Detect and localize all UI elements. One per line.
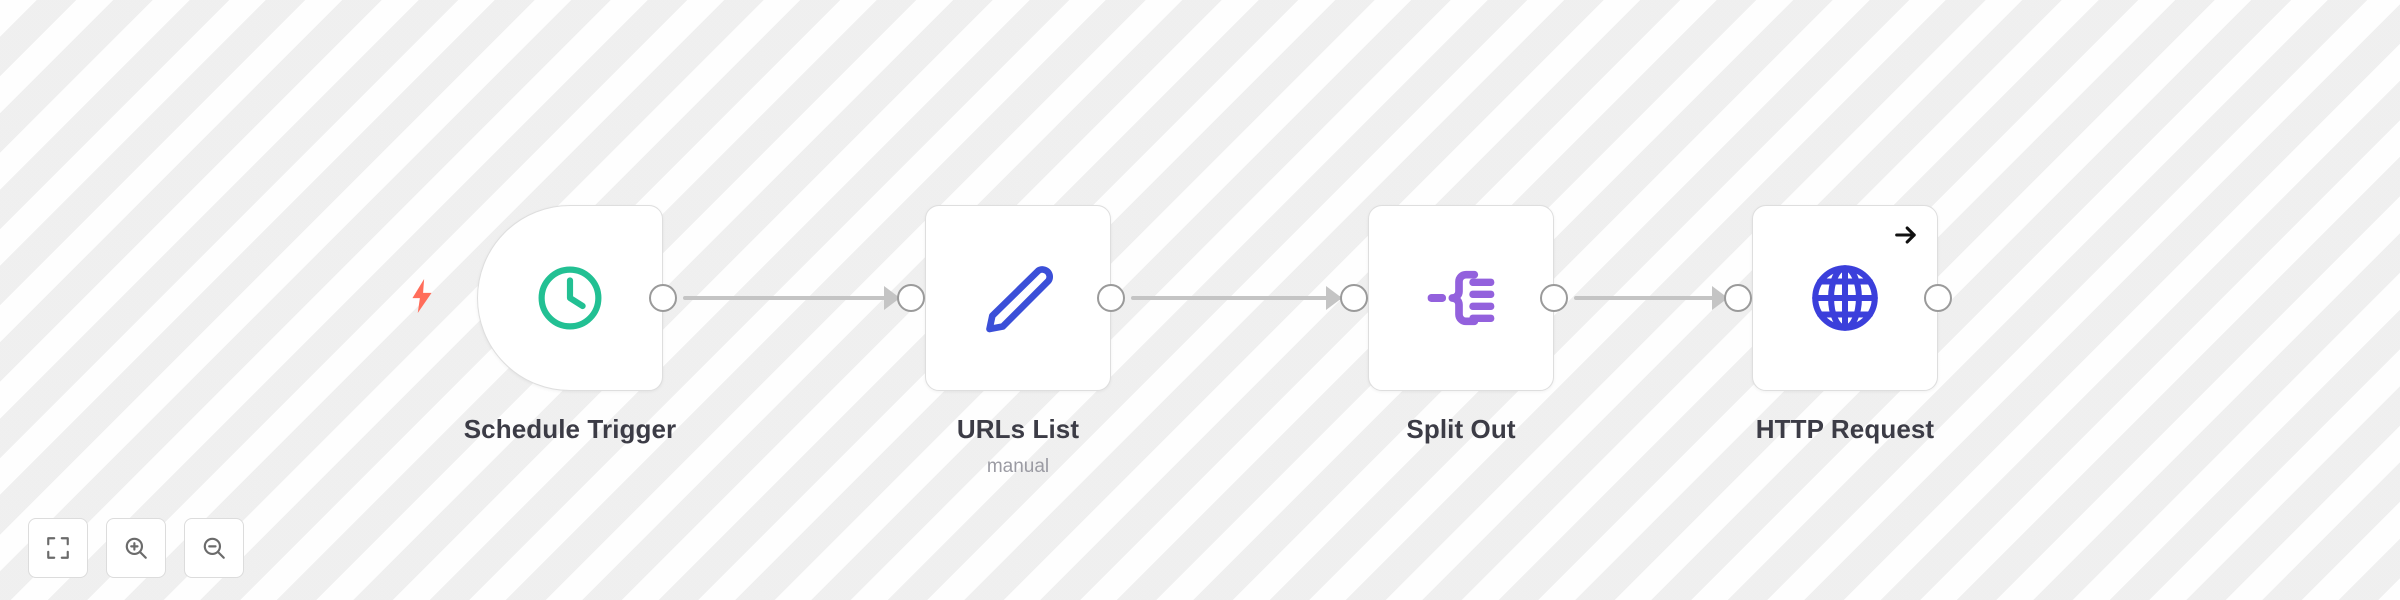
connection-arrowhead-icon bbox=[884, 286, 900, 310]
node-schedule-trigger[interactable] bbox=[477, 205, 663, 391]
node-output-endpoint-schedule-trigger[interactable] bbox=[649, 284, 677, 312]
globe-icon bbox=[1812, 265, 1878, 331]
node-corner-arrow[interactable] bbox=[1891, 220, 1921, 250]
zoom-out-button[interactable] bbox=[184, 518, 244, 578]
node-sublabel-urls-list: manual bbox=[986, 456, 1050, 477]
zoom-out-icon bbox=[203, 537, 225, 559]
node-label-http-request: HTTP Request bbox=[1755, 414, 1935, 444]
arrow-right-icon bbox=[1895, 226, 1916, 244]
node-split-out[interactable] bbox=[1368, 205, 1554, 391]
connection-split-out-to-http-request[interactable] bbox=[1574, 296, 1742, 300]
connection-arrowhead-icon bbox=[1326, 286, 1342, 310]
clock-icon bbox=[538, 266, 602, 330]
node-urls-list[interactable] bbox=[925, 205, 1111, 391]
node-label-split-out: Split Out bbox=[1406, 414, 1516, 444]
node-output-endpoint-http-request[interactable] bbox=[1924, 284, 1952, 312]
zoom-in-icon bbox=[125, 537, 147, 559]
zoom-to-fit-button[interactable] bbox=[28, 518, 88, 578]
zoom-controls bbox=[28, 518, 244, 578]
connection-urls-list-to-split-out[interactable] bbox=[1131, 296, 1357, 300]
zoom-in-button[interactable] bbox=[106, 518, 166, 578]
node-input-endpoint-http-request[interactable] bbox=[1724, 284, 1752, 312]
split-out-icon bbox=[1427, 270, 1495, 326]
node-label-schedule-trigger: Schedule Trigger bbox=[463, 414, 677, 444]
node-input-endpoint-split-out[interactable] bbox=[1340, 284, 1368, 312]
lightning-bolt-icon bbox=[412, 279, 432, 313]
pencil-icon bbox=[986, 266, 1053, 333]
node-input-endpoint-urls-list[interactable] bbox=[897, 284, 925, 312]
trigger-bolt-indicator bbox=[405, 276, 439, 316]
zoom-to-fit-icon bbox=[47, 537, 69, 559]
node-label-urls-list: URLs List bbox=[956, 414, 1080, 444]
connection-schedule-trigger-to-urls-list[interactable] bbox=[683, 296, 913, 300]
node-output-endpoint-urls-list[interactable] bbox=[1097, 284, 1125, 312]
node-output-endpoint-split-out[interactable] bbox=[1540, 284, 1568, 312]
node-http-request[interactable] bbox=[1752, 205, 1938, 391]
